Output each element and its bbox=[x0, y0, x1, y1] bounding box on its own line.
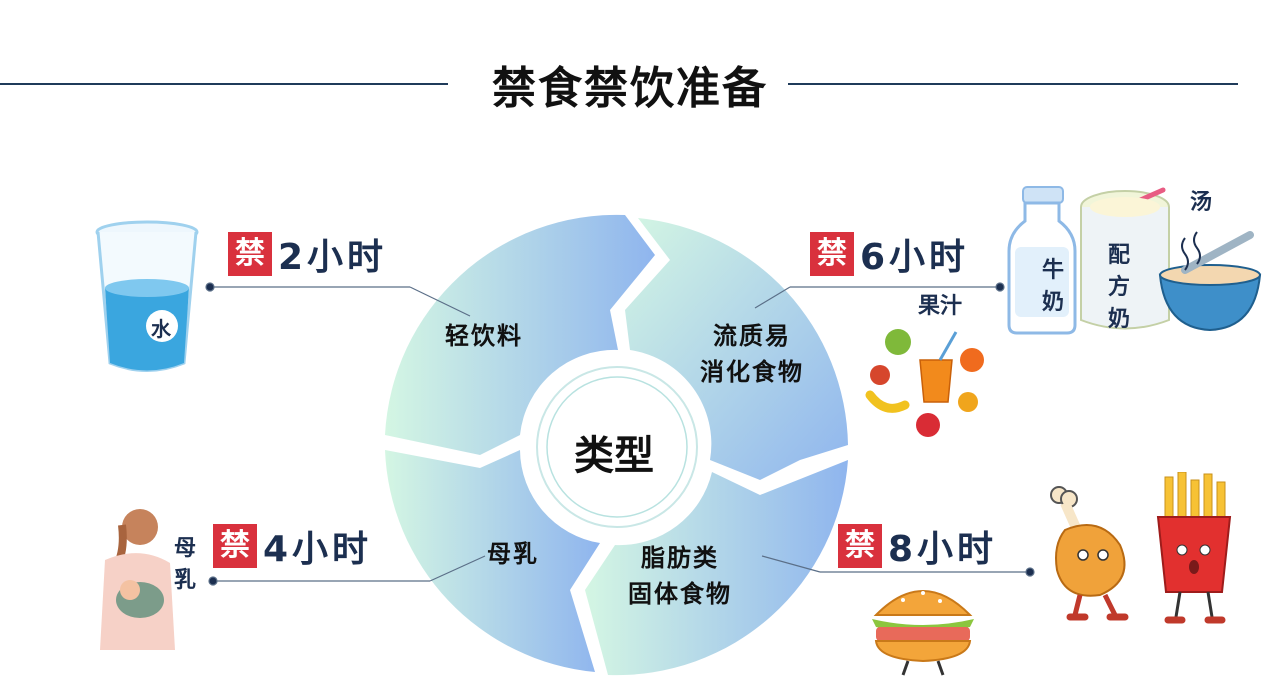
soup-bowl-icon bbox=[1158, 231, 1262, 332]
burger-icon bbox=[872, 590, 974, 676]
mother-label-line2: 乳 bbox=[174, 568, 197, 593]
rule-breast-duration: 4小时 bbox=[263, 529, 373, 570]
segment-label-fat-line1: 脂肪类 bbox=[641, 544, 719, 572]
segment-label-fat: 脂肪类 固体食物 bbox=[628, 540, 732, 612]
rule-water: 禁 2小时 bbox=[228, 228, 387, 280]
segment-label-liquid-line1: 流质易 bbox=[713, 322, 791, 350]
fries-icon bbox=[1156, 472, 1232, 624]
segment-label-fat-line2: 固体食物 bbox=[628, 580, 732, 608]
center-label: 类型 bbox=[574, 433, 654, 479]
milk-label-line1: 牛 bbox=[1042, 258, 1065, 283]
mother-nursing-icon bbox=[100, 509, 175, 650]
cycle-diagram bbox=[385, 214, 848, 676]
ban-badge: 禁 bbox=[838, 524, 882, 568]
rule-fat-duration: 8小时 bbox=[888, 529, 998, 570]
segment-fat-food bbox=[585, 460, 848, 676]
formula-label: 配 方 奶 bbox=[1108, 240, 1130, 336]
soup-label: 汤 bbox=[1190, 190, 1213, 215]
formula-label-line1: 配 bbox=[1108, 243, 1131, 268]
segment-label-liquid: 流质易 消化食物 bbox=[700, 318, 804, 390]
ban-badge: 禁 bbox=[810, 232, 854, 276]
rule-breast: 禁 4小时 bbox=[213, 520, 372, 572]
mother-label: 母 乳 bbox=[174, 533, 196, 597]
rule-fat: 禁 8小时 bbox=[838, 520, 997, 572]
segment-label-liquid-line2: 消化食物 bbox=[700, 358, 804, 386]
milk-label-line2: 奶 bbox=[1042, 290, 1065, 315]
segment-liquid-food bbox=[625, 218, 848, 480]
segment-light-drink bbox=[385, 214, 655, 455]
milk-label: 牛 奶 bbox=[1042, 255, 1064, 319]
juice-label: 果汁 bbox=[918, 294, 963, 319]
chicken-leg-icon bbox=[1050, 486, 1129, 621]
title-divider-right bbox=[788, 83, 1238, 85]
segment-breast-milk bbox=[385, 450, 600, 672]
rule-liquid: 禁 6小时 bbox=[810, 228, 969, 280]
formula-label-line2: 方 bbox=[1108, 275, 1131, 300]
ban-badge: 禁 bbox=[228, 232, 272, 276]
formula-label-line3: 奶 bbox=[1108, 307, 1131, 332]
ban-badge: 禁 bbox=[213, 524, 257, 568]
title-divider-left bbox=[0, 83, 448, 85]
rule-water-duration: 2小时 bbox=[278, 237, 388, 278]
water-glass-icon bbox=[95, 220, 199, 372]
segment-label-breast-milk: 母乳 bbox=[487, 540, 539, 568]
rule-liquid-duration: 6小时 bbox=[860, 237, 970, 278]
page-title: 禁食禁饮准备 bbox=[492, 63, 768, 114]
formula-can-icon bbox=[1080, 187, 1170, 330]
segment-label-light-drink: 轻饮料 bbox=[445, 322, 523, 350]
mother-label-line1: 母 bbox=[174, 536, 197, 561]
milk-bottle-icon bbox=[1007, 186, 1077, 335]
juice-fruits-icon bbox=[865, 329, 984, 437]
water-label: 水 bbox=[151, 317, 171, 341]
